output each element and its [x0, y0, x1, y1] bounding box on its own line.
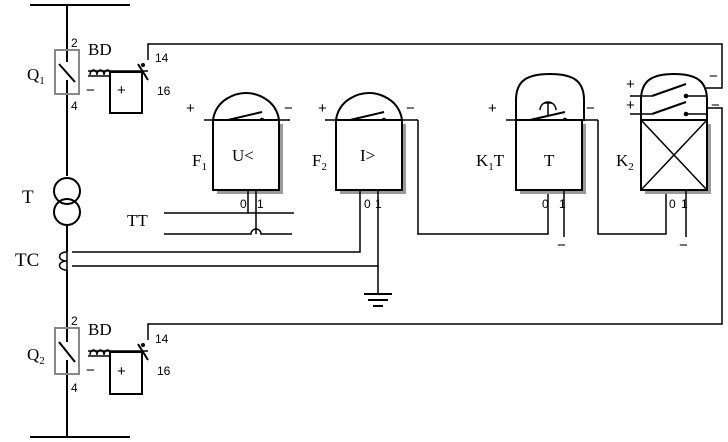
- breaker-q2-frame: [54, 327, 80, 375]
- ground-icon: [364, 293, 392, 307]
- breaker-q1-coil: [89, 69, 112, 76]
- trip-wire-q1: [147, 43, 723, 89]
- breaker-q2-plus: +: [117, 363, 126, 380]
- breaker-q2-minus: −: [86, 362, 95, 379]
- current-transformer: TC: [15, 250, 68, 271]
- relay-f1-terminal-1: 1: [257, 197, 264, 211]
- breaker-q1: Q1 2 4 BD − + 14 16: [27, 36, 171, 114]
- relay-f2-minus: −: [406, 100, 415, 117]
- breaker-q1-trip-box: [109, 71, 143, 114]
- voltage-transformer-label: TT: [127, 211, 148, 230]
- breaker-q2-coil-label: BD: [88, 320, 112, 339]
- relay-f2-contact: [349, 111, 385, 121]
- relay-k2-bottom-minus: −: [679, 237, 688, 254]
- time-delay-icon: [539, 101, 557, 116]
- relay-f1-terminal-0: 0: [240, 197, 247, 211]
- breaker-q1-frame: [54, 49, 80, 95]
- relay-f1-minus: −: [284, 100, 293, 117]
- breaker-q2-trip-box: [109, 351, 143, 395]
- wire-k1t-to-k2: [597, 120, 667, 235]
- relay-k2-contact-bottom: [651, 101, 687, 115]
- relay-k2-terminal-1: 1: [681, 197, 688, 211]
- relay-f2-label: F2: [312, 151, 327, 173]
- breaker-q1-pin-bottom: 4: [71, 99, 78, 113]
- relay-k2-contact-top: [651, 83, 687, 97]
- voltage-transformer: TT: [127, 190, 294, 235]
- breaker-q1-contact: [58, 63, 76, 83]
- breaker-q1-aux-contact: [137, 63, 149, 81]
- breaker-q2-pin-bottom: 4: [71, 381, 78, 395]
- breaker-q2-coil: [89, 349, 112, 356]
- relay-f2-function: I>: [360, 146, 375, 165]
- ct-secondary-wiring: [72, 190, 392, 307]
- current-transformer-label: TC: [15, 250, 39, 271]
- relay-k1t-minus: −: [586, 100, 595, 117]
- breaker-q2: Q2 2 4 BD − + 14 16: [27, 314, 171, 395]
- relay-k2: + + − − K2 0 1 −: [616, 68, 720, 254]
- relay-k1t: + − K1T T 0 1 −: [476, 72, 598, 254]
- relay-k2-minus-bottom: −: [711, 97, 720, 114]
- relay-f2: + − F2 I> 0 1: [312, 91, 418, 211]
- breaker-q2-pin-top: 2: [71, 314, 78, 328]
- relay-k2-plus-bottom: +: [626, 97, 635, 114]
- breaker-q2-label: Q2: [27, 345, 45, 367]
- breaker-q1-pin-16: 16: [157, 84, 171, 98]
- relay-k1t-plus: +: [488, 100, 497, 117]
- relay-f2-dome: [334, 91, 404, 121]
- relay-f1-dome: [211, 91, 281, 121]
- breaker-q1-pin-14: 14: [155, 51, 169, 65]
- relay-k1t-label: K1T: [476, 151, 505, 173]
- breaker-q2-pin-16: 16: [157, 364, 171, 378]
- relay-k2-label: K2: [616, 151, 634, 173]
- transformer-label: T: [22, 187, 34, 208]
- relay-f1-label: F1: [192, 151, 207, 173]
- breaker-q1-coil-label: BD: [88, 40, 112, 59]
- breaker-q2-aux-contact: [137, 343, 149, 361]
- relay-k1t-bottom-minus: −: [557, 237, 566, 254]
- breaker-q1-minus: −: [86, 82, 95, 99]
- relay-k2-terminal-0: 0: [669, 197, 676, 211]
- breaker-q1-pin-top: 2: [71, 36, 78, 50]
- trip-wire-q2: [147, 107, 723, 340]
- breaker-q1-plus: +: [117, 82, 126, 99]
- relay-k1t-function: T: [544, 151, 555, 170]
- wire-f2-to-k1t: [417, 120, 549, 235]
- breaker-q2-contact: [58, 341, 76, 363]
- relay-f1-contact: [227, 111, 263, 121]
- relay-f1-plus: +: [186, 100, 195, 117]
- relay-f1-function: U<: [232, 146, 254, 165]
- relay-f1: + − F1 U< 0 1: [186, 91, 293, 211]
- relay-k1t-terminal-1: 1: [559, 197, 566, 211]
- breaker-q1-label: Q1: [27, 65, 45, 87]
- relay-k1t-body: [515, 119, 583, 191]
- relay-k2-coil-icon: [640, 119, 708, 191]
- relay-k2-plus-top: +: [626, 76, 635, 93]
- relay-f2-terminal-0: 0: [364, 197, 371, 211]
- relay-k1t-dome: [515, 72, 585, 121]
- breaker-q2-pin-14: 14: [155, 332, 169, 346]
- relay-f2-body: [335, 119, 403, 191]
- relay-f2-plus: +: [318, 100, 327, 117]
- power-transformer: T: [22, 177, 81, 226]
- relay-k2-minus-top: −: [709, 68, 718, 85]
- relay-k1t-terminal-0: 0: [542, 197, 549, 211]
- relay-f1-body: [212, 119, 280, 191]
- relay-k2-dome: [640, 72, 708, 121]
